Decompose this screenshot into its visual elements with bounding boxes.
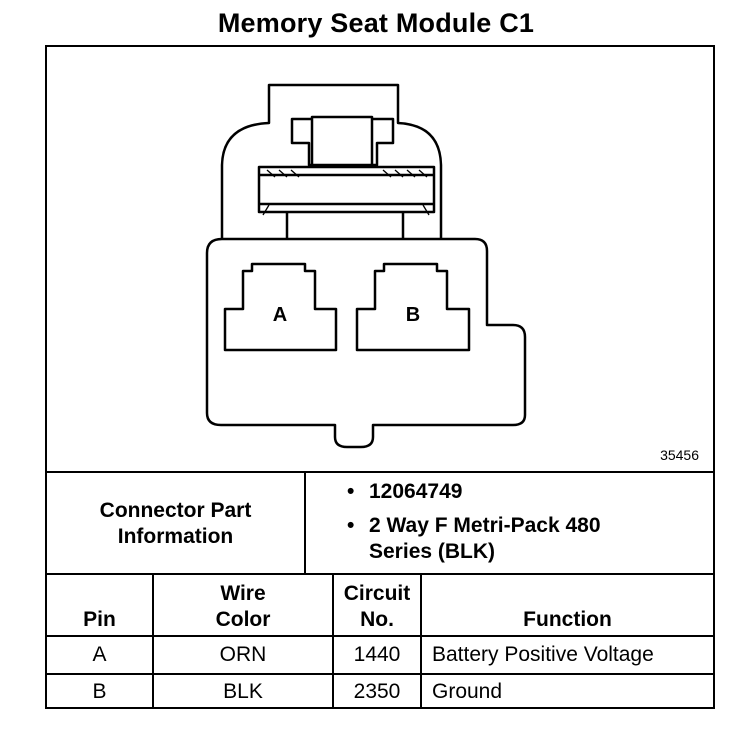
divider — [47, 673, 713, 675]
header-circuit-no: Circuit No. — [343, 582, 411, 631]
pin-a-label: A — [273, 304, 287, 326]
connector-diagram: A B — [205, 83, 527, 449]
list-item: • 2 Way F Metri-Pack 480 Series (BLK) — [347, 514, 601, 563]
connector-info-frame: A B 35456 Connector Part Information • 1… — [45, 45, 715, 709]
divider — [47, 471, 713, 473]
table-cell-function: Ground — [432, 680, 503, 703]
figure-number: 35456 — [660, 447, 699, 463]
pin-b-label: B — [406, 304, 420, 326]
page-title: Memory Seat Module C1 — [217, 8, 535, 38]
divider — [420, 573, 422, 709]
header-wire-color: Wire Color — [215, 582, 271, 631]
list-item: • 12064749 — [347, 480, 463, 503]
cavity-a — [223, 262, 338, 352]
divider — [332, 573, 334, 709]
connector-part-label: Connector Part Information — [99, 499, 252, 548]
table-cell-pin: A — [92, 643, 107, 666]
connector-part-list: • 12064749 • 2 Way F Metri-Pack 480 Seri… — [345, 479, 629, 573]
divider — [304, 471, 306, 573]
bullet-icon: • — [347, 514, 355, 537]
divider — [152, 573, 154, 709]
header-function: Function — [523, 608, 612, 631]
divider — [47, 635, 713, 637]
table-cell-circuit: 1440 — [353, 643, 401, 666]
cavity-b — [355, 262, 471, 352]
table-cell-wire-color: BLK — [223, 680, 263, 703]
table-cell-pin: B — [92, 680, 107, 703]
divider — [47, 573, 713, 575]
bullet-icon: • — [347, 480, 355, 503]
table-cell-circuit: 2350 — [353, 680, 401, 703]
table-cell-function: Battery Positive Voltage — [432, 643, 654, 666]
table-cell-wire-color: ORN — [219, 643, 267, 666]
header-pin: Pin — [83, 608, 116, 631]
